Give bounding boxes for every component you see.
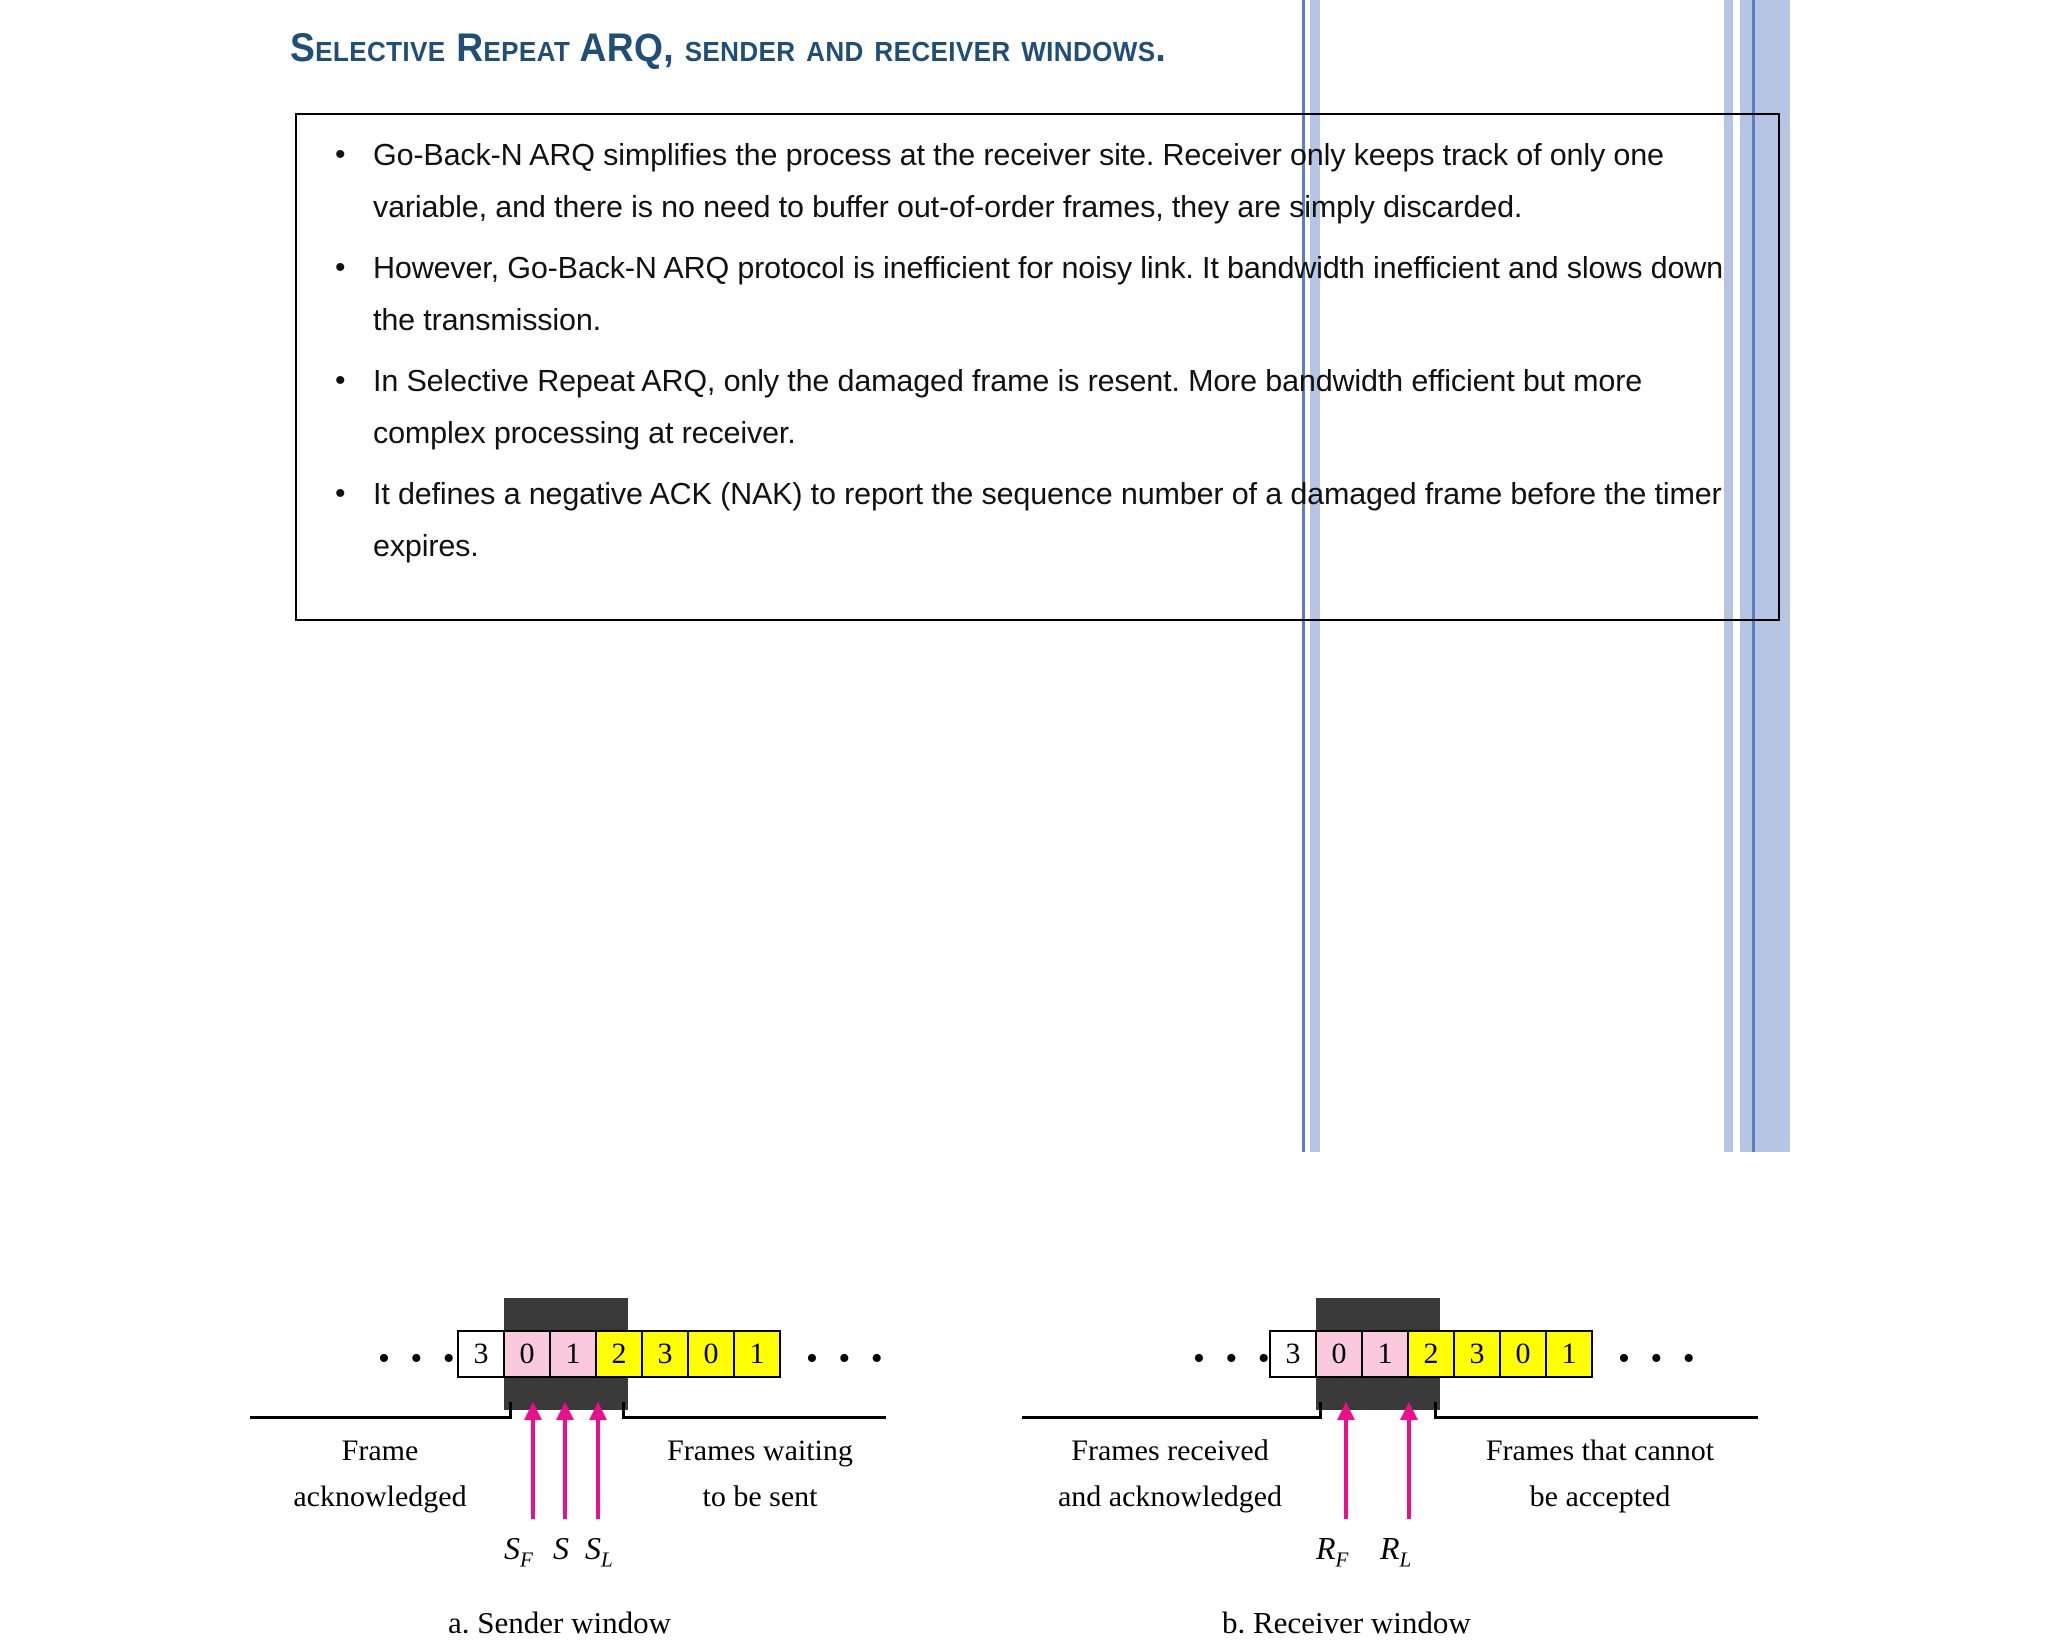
frame-cell: 3	[457, 1330, 505, 1378]
bullet-marker-icon: •	[335, 251, 346, 284]
list-item-text: It defines a negative ACK (NAK) to repor…	[373, 477, 1722, 563]
pointer-base: R	[1380, 1530, 1400, 1566]
sender-pointer-label-s: S	[553, 1530, 569, 1572]
bullet-list: • Go-Back-N ARQ simplifies the process a…	[319, 129, 1756, 572]
list-item: • It defines a negative ACK (NAK) to rep…	[319, 468, 1756, 572]
receiver-right-bracket	[1434, 1416, 1758, 1419]
frame-cell: 0	[1315, 1330, 1363, 1378]
frame-cell: 3	[1269, 1330, 1317, 1378]
receiver-right-ellipsis: • • •	[1618, 1340, 1701, 1377]
receiver-arrow-rl	[1407, 1419, 1411, 1519]
list-item: • In Selective Repeat ARQ, only the dama…	[319, 355, 1756, 459]
sender-left-bracket	[250, 1416, 512, 1419]
pointer-base: S	[585, 1530, 601, 1566]
sender-left-ellipsis: • • •	[378, 1340, 461, 1377]
pointer-base: S	[504, 1530, 520, 1566]
receiver-right-label: Frames that cannot be accepted	[1485, 1434, 1715, 1513]
frame-cell: 0	[503, 1330, 551, 1378]
list-item-text: However, Go-Back-N ARQ protocol is ineff…	[373, 251, 1723, 337]
list-item-text: Go-Back-N ARQ simplifies the process at …	[373, 138, 1664, 224]
list-item: • Go-Back-N ARQ simplifies the process a…	[319, 129, 1756, 233]
content-text-box: • Go-Back-N ARQ simplifies the process a…	[295, 113, 1780, 621]
pointer-sub: L	[601, 1547, 613, 1572]
pointer-sub: L	[1399, 1547, 1412, 1572]
list-item: • However, Go-Back-N ARQ protocol is ine…	[319, 242, 1756, 346]
sender-pointer-label-sf: SF	[504, 1530, 533, 1572]
frame-cell: 0	[1499, 1330, 1547, 1378]
receiver-left-bracket-tick	[1319, 1402, 1322, 1419]
sender-arrow-sl	[596, 1419, 600, 1519]
sender-arrow-s	[563, 1419, 567, 1519]
sender-right-ellipsis: • • •	[806, 1340, 889, 1377]
pointer-base: R	[1316, 1530, 1336, 1566]
receiver-pointer-label-rf: RF	[1316, 1530, 1348, 1572]
frame-cell: 3	[641, 1330, 689, 1378]
sender-panel-caption: a. Sender window	[448, 1605, 671, 1640]
sender-arrow-sl-head	[589, 1402, 607, 1420]
sender-arrow-sf	[531, 1419, 535, 1519]
frame-cell: 2	[595, 1330, 643, 1378]
sender-arrow-sf-head	[524, 1402, 542, 1420]
frame-cell: 2	[1407, 1330, 1455, 1378]
sender-right-label: Frames waiting to be sent	[667, 1434, 853, 1513]
receiver-frame-strip: 3 0 1 2 3 0 1	[1269, 1330, 1593, 1378]
pointer-sub: F	[1335, 1547, 1349, 1572]
frame-cell: 1	[1361, 1330, 1409, 1378]
sender-left-label: Frame acknowledged	[293, 1434, 467, 1513]
bullet-marker-icon: •	[335, 138, 346, 171]
receiver-arrow-rf	[1344, 1419, 1348, 1519]
frame-cell: 1	[733, 1330, 781, 1378]
sender-right-bracket	[622, 1416, 886, 1419]
frame-cell: 1	[549, 1330, 597, 1378]
receiver-panel-caption: b. Receiver window	[1222, 1605, 1471, 1640]
page-title: Selective Repeat ARQ, sender and receive…	[290, 26, 1167, 70]
sender-arrow-s-head	[556, 1402, 574, 1420]
sender-pointer-label-sl: SL	[585, 1530, 613, 1572]
sliding-window-figure: • • • 3 0 1 2 3 0 1 • • •	[0, 630, 2048, 1640]
frame-cell: 3	[1453, 1330, 1501, 1378]
receiver-pointer-label-rl: RL	[1380, 1530, 1411, 1572]
receiver-left-bracket	[1022, 1416, 1322, 1419]
receiver-arrow-rl-head	[1400, 1402, 1418, 1420]
sender-right-bracket-tick	[622, 1402, 625, 1419]
bullet-marker-icon: •	[335, 364, 346, 397]
frame-cell: 1	[1545, 1330, 1593, 1378]
bullet-marker-icon: •	[335, 477, 346, 510]
list-item-text: In Selective Repeat ARQ, only the damage…	[373, 364, 1643, 450]
pointer-sub: F	[520, 1547, 533, 1572]
receiver-arrow-rf-head	[1337, 1402, 1355, 1420]
receiver-right-bracket-tick	[1434, 1402, 1437, 1419]
receiver-left-ellipsis: • • •	[1193, 1340, 1276, 1377]
frame-cell: 0	[687, 1330, 735, 1378]
receiver-left-label: Frames received and acknowledged	[1057, 1434, 1283, 1513]
sender-left-bracket-tick	[509, 1402, 512, 1419]
sender-frame-strip: 3 0 1 2 3 0 1	[457, 1330, 781, 1378]
pointer-base: S	[553, 1530, 569, 1566]
